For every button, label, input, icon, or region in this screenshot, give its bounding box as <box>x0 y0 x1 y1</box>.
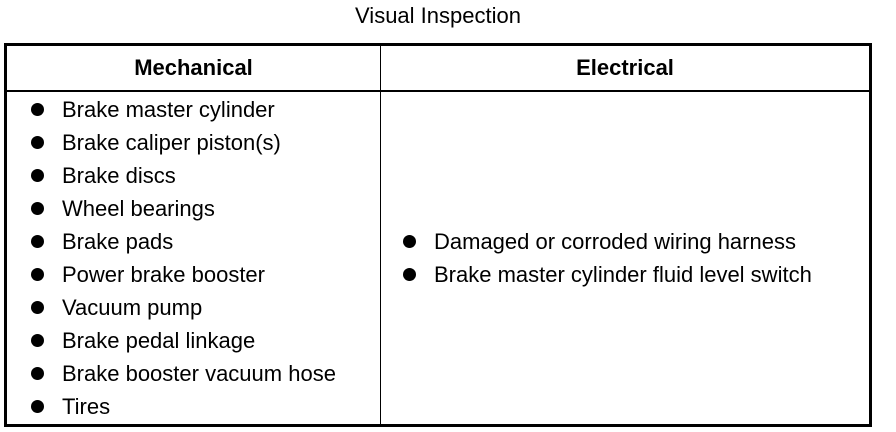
list-item-label: Brake pads <box>62 229 174 254</box>
header-mechanical: Mechanical <box>134 55 253 80</box>
bullet-icon <box>31 367 44 380</box>
list-item: Brake pedal linkage <box>25 324 336 357</box>
bullet-icon <box>31 301 44 314</box>
list-item-label: Brake booster vacuum hose <box>62 361 336 386</box>
bullet-icon <box>403 235 416 248</box>
list-item-label: Tires <box>62 394 111 419</box>
list-item: Wheel bearings <box>25 192 336 225</box>
list-item-label: Vacuum pump <box>62 295 203 320</box>
list-item-label: Damaged or corroded wiring harness <box>434 229 796 254</box>
list-item-label: Brake caliper piston(s) <box>62 130 281 155</box>
list-item-label: Power brake booster <box>62 262 265 287</box>
list-item: Tires <box>25 390 336 423</box>
list-item-label: Brake discs <box>62 163 176 188</box>
table-header-row: Mechanical Electrical <box>7 46 869 92</box>
column-divider <box>380 46 381 424</box>
header-electrical: Electrical <box>576 55 674 80</box>
list-item: Brake booster vacuum hose <box>25 357 336 390</box>
list-item-label: Wheel bearings <box>62 196 215 221</box>
bullet-icon <box>31 136 44 149</box>
bullet-icon <box>31 103 44 116</box>
table-caption: Visual Inspection <box>355 3 521 28</box>
list-item: Brake pads <box>25 225 336 258</box>
electrical-list: Damaged or corroded wiring harness Brake… <box>397 225 812 291</box>
bullet-icon <box>403 268 416 281</box>
list-item: Vacuum pump <box>25 291 336 324</box>
list-item-label: Brake master cylinder fluid level switch <box>434 262 812 287</box>
list-item: Power brake booster <box>25 258 336 291</box>
list-item: Brake master cylinder fluid level switch <box>397 258 812 291</box>
bullet-icon <box>31 169 44 182</box>
list-item: Damaged or corroded wiring harness <box>397 225 812 258</box>
bullet-icon <box>31 400 44 413</box>
list-item-label: Brake master cylinder <box>62 97 275 122</box>
list-item: Brake master cylinder <box>25 93 336 126</box>
list-item-label: Brake pedal linkage <box>62 328 256 353</box>
mechanical-list: Brake master cylinder Brake caliper pist… <box>25 93 336 423</box>
inspection-table: Mechanical Electrical Brake master cylin… <box>4 43 872 427</box>
bullet-icon <box>31 334 44 347</box>
bullet-icon <box>31 202 44 215</box>
bullet-icon <box>31 235 44 248</box>
list-item: Brake discs <box>25 159 336 192</box>
list-item: Brake caliper piston(s) <box>25 126 336 159</box>
bullet-icon <box>31 268 44 281</box>
